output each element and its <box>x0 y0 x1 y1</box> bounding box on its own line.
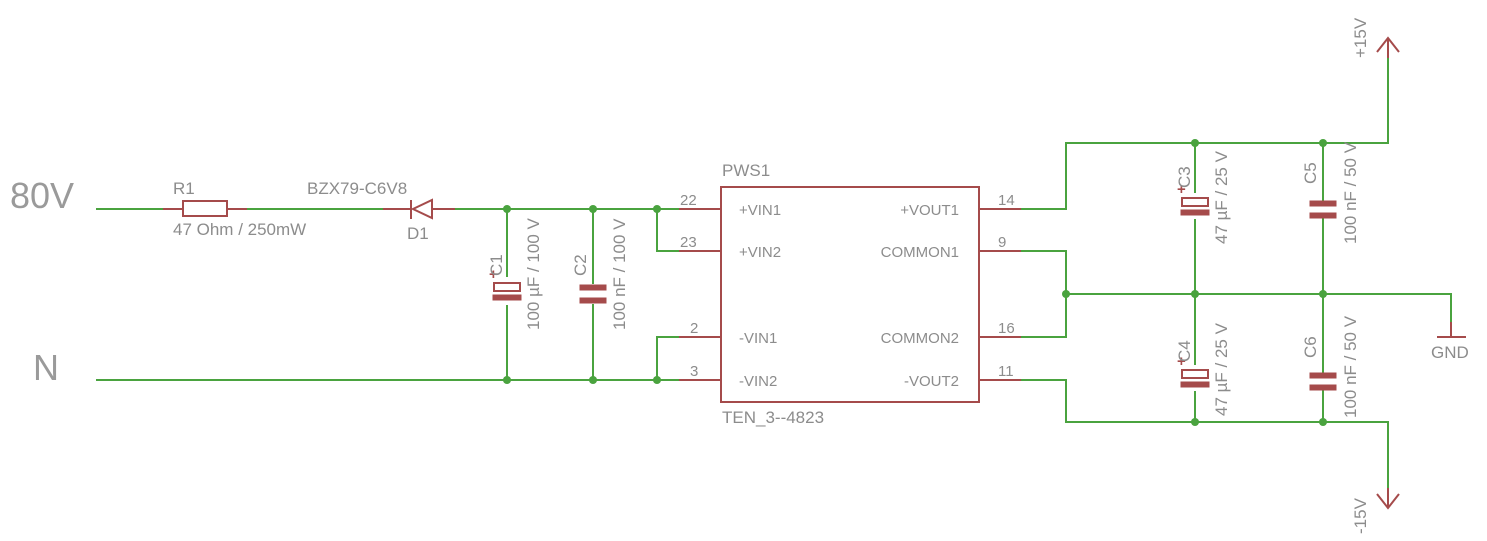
pos15-arrow-icon <box>1376 36 1400 58</box>
c4-name: C4 <box>1175 340 1194 362</box>
pin-label-nvout2: -VOUT2 <box>904 373 959 390</box>
pin-num-vin1: 22 <box>680 192 697 209</box>
capacitor-c6 <box>1309 372 1337 391</box>
c6-name: C6 <box>1301 336 1320 358</box>
pin-label-common1: COMMON1 <box>881 244 959 261</box>
input-80v-label: 80V <box>10 175 74 216</box>
pin-num-vin2: 23 <box>680 234 697 251</box>
neg15-label: -15V <box>1351 497 1370 534</box>
junction-dot <box>1062 290 1070 298</box>
c1-value: 100 µF / 100 V <box>524 217 543 330</box>
diode-d1 <box>383 198 455 220</box>
gnd-label: GND <box>1431 343 1469 362</box>
junction-dot <box>1319 290 1327 298</box>
capacitor-c4 <box>1180 369 1210 388</box>
pin-label-vin2: +VIN2 <box>739 244 781 261</box>
gnd-symbol-icon <box>1437 322 1466 338</box>
c5-value: 100 nF / 50 V <box>1341 141 1360 244</box>
junction-dot <box>503 205 511 213</box>
c6-value: 100 nF / 50 V <box>1341 315 1360 418</box>
pin-num-nvout2: 11 <box>998 363 1014 380</box>
c2-name: C2 <box>571 254 590 276</box>
junction-dot <box>653 376 661 384</box>
input-neutral-label: N <box>33 347 59 388</box>
c3-value: 47 µF / 25 V <box>1212 150 1231 244</box>
pin-num-common1: 9 <box>998 234 1006 251</box>
junctions <box>503 139 1327 426</box>
junction-dot <box>503 376 511 384</box>
pin-num-nvin2: 3 <box>690 363 698 380</box>
pin-label-common2: COMMON2 <box>881 330 959 347</box>
r1-name: R1 <box>173 179 195 198</box>
c4-polarity: + <box>1177 353 1186 370</box>
capacitor-c1 <box>492 282 522 301</box>
c5-name: C5 <box>1301 162 1320 184</box>
junction-dot <box>1319 418 1327 426</box>
junction-dot <box>653 205 661 213</box>
d1-name: D1 <box>407 224 429 243</box>
junction-dot <box>1191 418 1199 426</box>
converter-pws1 <box>679 186 1021 403</box>
c4-value: 47 µF / 25 V <box>1212 322 1231 416</box>
pin-label-vin1: +VIN1 <box>739 202 781 219</box>
c2-value: 100 nF / 100 V <box>610 218 629 330</box>
d1-value: BZX79-C6V8 <box>307 179 407 198</box>
c1-polarity: + <box>489 266 498 283</box>
r1-value: 47 Ohm / 250mW <box>173 220 306 239</box>
pin-label-nvin2: -VIN2 <box>739 373 777 390</box>
pos15-label: +15V <box>1351 17 1370 58</box>
pin-label-nvin1: -VIN1 <box>739 330 777 347</box>
pws1-name: PWS1 <box>722 161 770 180</box>
c1-name: C1 <box>487 254 506 276</box>
junction-dot <box>589 376 597 384</box>
wires <box>96 57 1452 501</box>
pws1-value: TEN_3--4823 <box>722 408 824 427</box>
pin-num-common2: 16 <box>998 320 1015 337</box>
resistor-r1 <box>163 200 247 217</box>
capacitor-c3 <box>1180 197 1210 216</box>
junction-dot <box>1319 139 1327 147</box>
capacitor-c2 <box>579 284 607 304</box>
junction-dot <box>1191 290 1199 298</box>
pin-num-nvin1: 2 <box>690 320 698 337</box>
c3-name: C3 <box>1175 166 1194 188</box>
pin-num-vout1: 14 <box>998 192 1015 209</box>
capacitor-c5 <box>1309 200 1337 219</box>
c3-polarity: + <box>1177 181 1186 198</box>
neg15-arrow-icon <box>1376 488 1400 510</box>
junction-dot <box>589 205 597 213</box>
junction-dot <box>1191 139 1199 147</box>
pin-label-vout1: +VOUT1 <box>900 202 959 219</box>
